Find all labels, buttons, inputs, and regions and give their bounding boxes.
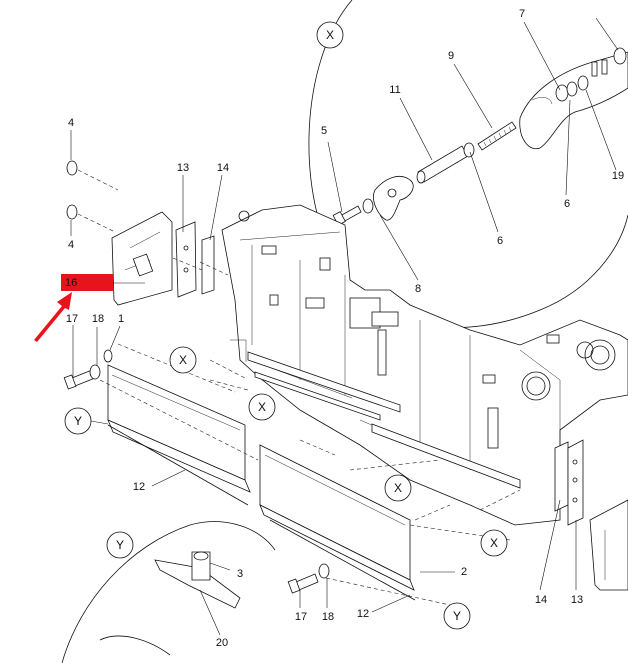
label-9: 9 xyxy=(448,50,454,62)
callout-x-1-text: X xyxy=(326,28,334,42)
leader-lines xyxy=(70,17,619,636)
label-2: 2 xyxy=(461,566,467,578)
screw-17-18-bottom xyxy=(287,563,330,594)
label-13-left: 13 xyxy=(177,162,189,174)
callout-x-4: X xyxy=(384,474,412,502)
callout-y-2: Y xyxy=(106,531,134,559)
label-4-bottom: 4 xyxy=(68,239,74,251)
label-18-left: 18 xyxy=(92,313,104,325)
label-19: 19 xyxy=(612,170,624,182)
callout-y-3: Y xyxy=(443,602,471,630)
label-17-left: 17 xyxy=(66,313,78,325)
left-bracket-group xyxy=(66,160,215,306)
label-18-bottom: 18 xyxy=(322,611,334,623)
detail-y-circle xyxy=(61,521,276,663)
highlight-16: 16 xyxy=(34,274,113,342)
callout-x-5-text: X xyxy=(490,536,498,550)
label-16: 16 xyxy=(65,277,77,289)
callout-y-2-text: Y xyxy=(116,538,124,552)
callout-x-5: X xyxy=(480,529,508,557)
lower-panel-1 xyxy=(107,364,251,506)
highlight-box xyxy=(61,274,113,291)
screw-17-18-left xyxy=(63,349,113,390)
callout-y-1-text: Y xyxy=(74,414,82,428)
label-8: 8 xyxy=(415,283,421,295)
label-3: 3 xyxy=(237,568,243,580)
label-7: 7 xyxy=(519,8,525,20)
part-labels: 4 4 13 14 17 18 1 12 2 3 20 17 18 12 14 … xyxy=(66,8,624,649)
label-12-bottom: 12 xyxy=(357,608,369,620)
callout-x-3: X xyxy=(248,393,276,421)
callout-x-2: X xyxy=(169,346,197,374)
callout-y-3-text: Y xyxy=(453,609,461,623)
callout-x-3-text: X xyxy=(258,400,266,414)
label-20: 20 xyxy=(216,637,228,649)
label-14-left: 14 xyxy=(217,162,229,174)
label-4-top: 4 xyxy=(68,117,74,129)
callout-x-1: X xyxy=(316,21,344,49)
label-6-left: 6 xyxy=(497,235,503,247)
label-14-right: 14 xyxy=(535,594,547,606)
right-bracket-group xyxy=(554,439,628,591)
label-5: 5 xyxy=(321,125,327,137)
label-11: 11 xyxy=(389,84,400,96)
callout-x-2-text: X xyxy=(179,353,187,367)
highlight-arrow xyxy=(34,292,72,342)
main-chassis xyxy=(221,204,628,526)
callout-x-4-text: X xyxy=(394,481,402,495)
label-6-right: 6 xyxy=(564,198,570,210)
label-13-right: 13 xyxy=(571,594,583,606)
label-12-left: 12 xyxy=(133,481,145,493)
detail-x-circle xyxy=(308,0,628,328)
callout-y-1: Y xyxy=(64,407,109,435)
lower-panel-2 xyxy=(259,444,416,601)
label-1: 1 xyxy=(118,313,124,325)
label-17-bottom: 17 xyxy=(295,611,307,623)
